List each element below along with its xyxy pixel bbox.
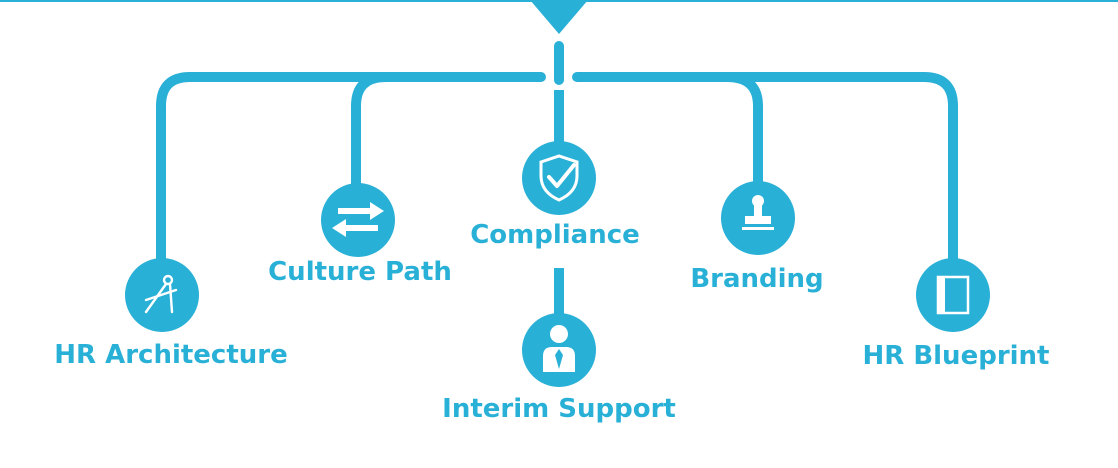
label-compliance: Compliance	[470, 220, 640, 250]
connector-right	[572, 72, 958, 267]
arrows-exchange-icon	[332, 202, 384, 237]
connector-right-inner	[722, 72, 763, 190]
node-hr-blueprint[interactable]	[916, 258, 990, 332]
compass-icon	[144, 274, 178, 314]
person-tie-icon	[543, 325, 575, 372]
node-hr-architecture[interactable]	[125, 258, 199, 332]
connector-left	[156, 72, 546, 267]
node-branding[interactable]	[721, 181, 795, 255]
label-interim-support: Interim Support	[442, 394, 676, 424]
shield-check-icon	[539, 154, 579, 202]
connector-left-inner	[351, 72, 391, 190]
label-culture-path: Culture Path	[268, 257, 452, 287]
pointer-triangle	[530, 0, 588, 34]
label-hr-architecture: HR Architecture	[54, 340, 288, 370]
stamp-icon	[742, 195, 774, 230]
label-branding: Branding	[690, 264, 824, 294]
node-interim-support[interactable]	[522, 313, 596, 387]
node-culture-path[interactable]	[321, 183, 395, 257]
node-compliance[interactable]	[522, 141, 596, 215]
book-icon	[936, 275, 970, 315]
label-hr-blueprint: HR Blueprint	[862, 341, 1050, 371]
